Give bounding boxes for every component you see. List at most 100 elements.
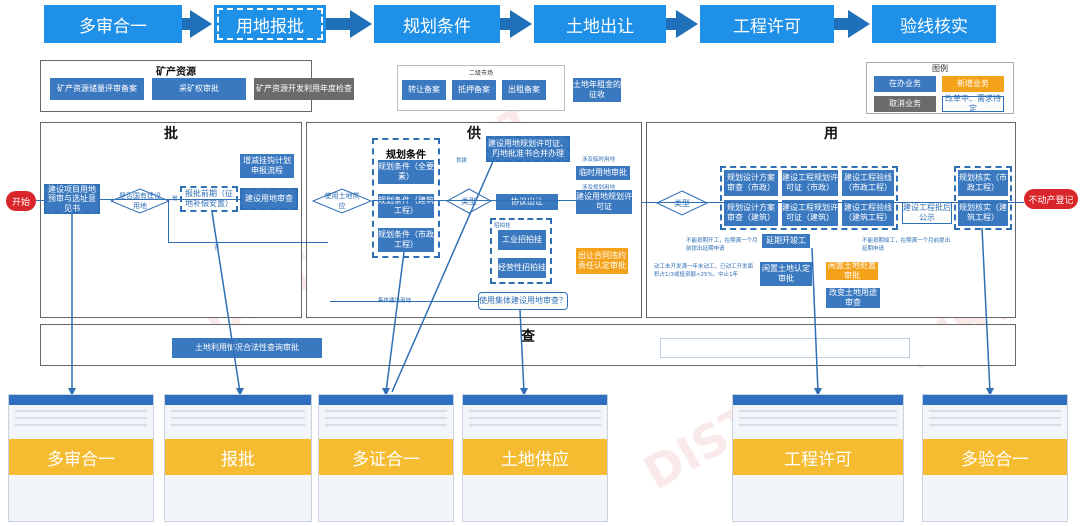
panel-cha-title: 查 xyxy=(521,329,535,345)
screen-construction-permit[interactable]: 工程许可 xyxy=(732,394,904,522)
screen-banner: 报批 xyxy=(165,439,311,475)
bid-group-title: 招拍挂 xyxy=(494,223,511,229)
screen-header xyxy=(923,395,1067,405)
screen-line xyxy=(15,424,147,426)
stage-arrow xyxy=(500,18,512,30)
screen-line xyxy=(469,417,601,419)
end-node[interactable]: 不动产登记 xyxy=(1024,189,1078,209)
screen-banner: 多审合一 xyxy=(9,439,153,475)
stage-construction-permit[interactable]: 工程许可 xyxy=(700,5,834,43)
note-delay-finish: 不能按期竣工，在期满一个月前提出延期申请 xyxy=(862,238,951,252)
transfer-box[interactable]: 协议出让 xyxy=(496,194,558,210)
legend-pending: 改革中、需求待定 xyxy=(942,94,1004,113)
idle-land-box[interactable]: 闲置土地认定审批 xyxy=(760,262,812,286)
yong-group xyxy=(720,166,898,230)
panel-gong: 供 xyxy=(306,122,642,318)
gong-flow-line xyxy=(372,200,576,201)
merged-permit-box[interactable]: 建设用地规划许可证、用地批准书合并办理 xyxy=(486,136,570,162)
stage-arrow xyxy=(326,18,352,30)
screen-banner: 土地供应 xyxy=(463,439,607,475)
stage-arrow-head xyxy=(676,10,698,38)
mineral-item[interactable]: 矿产资源储量评审备案 xyxy=(50,78,144,100)
gong-bottom-line xyxy=(330,301,478,302)
verify-municipal[interactable]: 规划核实（市政工程） xyxy=(958,170,1008,196)
screen-multi-inspection[interactable]: 多验合一 xyxy=(922,394,1068,522)
gong-type-label: 类型 xyxy=(461,196,477,206)
yong-building-line[interactable]: 建设工程验线（建筑工程） xyxy=(842,200,894,226)
pi-flow-line xyxy=(100,199,240,200)
yong-building-permit[interactable]: 建设工程规划许可证（建筑） xyxy=(782,200,838,226)
plan-conditions-title: 规划条件 xyxy=(386,150,426,161)
industrial-bid-box[interactable]: 工业招拍挂 xyxy=(498,230,546,250)
pi-decision-label: 是否国有建设用地 xyxy=(119,192,161,210)
legend-new: 新增业务 xyxy=(942,76,1004,92)
screen-header xyxy=(463,395,607,405)
screen-approval[interactable]: 报批 xyxy=(164,394,312,522)
screen-line xyxy=(929,417,1061,419)
start-node[interactable]: 开始 xyxy=(6,191,36,211)
gong-type-decision: 类型 xyxy=(446,188,492,214)
screen-line xyxy=(929,424,1061,426)
plan-condition-item[interactable]: 规划条件（全要素） xyxy=(378,160,434,184)
temp-land-box[interactable]: 临时用地审批 xyxy=(576,166,630,180)
secondary-market-item[interactable]: 转让备案 xyxy=(402,80,446,100)
screen-line xyxy=(171,417,305,419)
yong-type-decision: 类型 xyxy=(656,190,708,216)
land-permit-box[interactable]: 建设用地规划许可证 xyxy=(576,190,632,214)
yong-type-label: 类型 xyxy=(674,198,690,208)
screen-banner: 多证合一 xyxy=(319,439,453,475)
screen-land-supply[interactable]: 土地供应 xyxy=(462,394,608,522)
secondary-market-item[interactable]: 抵押备案 xyxy=(452,80,496,100)
yong-flow-line xyxy=(642,202,1024,203)
screen-line xyxy=(325,417,447,419)
yong-municipal-line[interactable]: 建设工程验线（市政工程） xyxy=(842,170,894,196)
secondary-market-item[interactable]: 出租备案 xyxy=(502,80,546,100)
delay-box[interactable]: 延期开竣工 xyxy=(762,234,810,248)
legend-active: 在办业务 xyxy=(874,76,936,92)
commercial-bid-box[interactable]: 经营性招拍挂 xyxy=(498,258,546,278)
stage-land-transfer[interactable]: 土地出让 xyxy=(534,5,666,43)
contract-breach-box[interactable]: 出让合同违约责任认定审批 xyxy=(576,248,628,274)
stage-planning-conditions[interactable]: 规划条件 xyxy=(374,5,500,43)
yong-building-design[interactable]: 规划设计方案审查（建筑） xyxy=(724,200,778,226)
screen-multi-permit[interactable]: 多证合一 xyxy=(318,394,454,522)
cha-item[interactable]: 土地利用情况合法性查询审批 xyxy=(172,338,322,358)
collective-land-box[interactable]: 使用集体建设用地审查？ xyxy=(478,292,568,310)
yong-municipal-permit[interactable]: 建设工程规划许可证（市政） xyxy=(782,170,838,196)
screen-line xyxy=(15,410,147,412)
stage-multi-review[interactable]: 多审合一 xyxy=(44,5,182,43)
cha-placeholder xyxy=(660,338,910,358)
secondary-market-title: 二级市场 xyxy=(468,70,493,77)
yong-municipal-design[interactable]: 规划设计方案审查（市政） xyxy=(724,170,778,196)
stage-arrow xyxy=(666,18,678,30)
verify-building[interactable]: 规划核实（建筑工程） xyxy=(958,200,1008,226)
screen-header xyxy=(733,395,903,405)
note-temp: 涉及临时用地 xyxy=(582,157,616,163)
change-use-box[interactable]: 改变土地用途审查 xyxy=(826,288,880,308)
mineral-title: 矿产资源 xyxy=(156,67,196,78)
gong-decision: 使用土地供应 xyxy=(312,188,372,214)
pi-review-box[interactable]: 建设用地审查 xyxy=(240,188,298,210)
plan-condition-item[interactable]: 规划条件（市政工程） xyxy=(378,228,434,252)
main-flow-line xyxy=(36,200,44,201)
screen-line xyxy=(469,424,601,426)
pi-preexam-box[interactable]: 建设项目用地预审与选址意见书 xyxy=(44,184,100,214)
land-rent-box[interactable]: 土地年租金的征收 xyxy=(573,78,621,102)
mineral-item[interactable]: 采矿权审批 xyxy=(152,78,246,100)
stage-inspection[interactable]: 验线核实 xyxy=(872,5,996,43)
pi-decision: 是否国有建设用地 xyxy=(110,188,170,214)
stage-land-approval[interactable]: 用地报批 xyxy=(214,5,326,43)
screen-banner: 工程许可 xyxy=(733,439,903,475)
screen-line xyxy=(15,417,147,419)
legend-cancelled: 取消业务 xyxy=(874,96,936,112)
screen-header xyxy=(165,395,311,405)
stage-arrow-head xyxy=(190,10,212,38)
idle-handle-box[interactable]: 闲置土地处置审批 xyxy=(826,261,878,280)
note-allot: 划拨 xyxy=(456,158,468,164)
screen-line xyxy=(325,424,447,426)
screen-line xyxy=(171,424,305,426)
screen-header xyxy=(319,395,453,405)
pi-quota-box[interactable]: 增减挂钩计划申报流程 xyxy=(240,154,294,178)
screen-multi-review[interactable]: 多审合一 xyxy=(8,394,154,522)
mineral-item-cancelled[interactable]: 矿产资源开发利用年度检查 xyxy=(254,78,354,100)
